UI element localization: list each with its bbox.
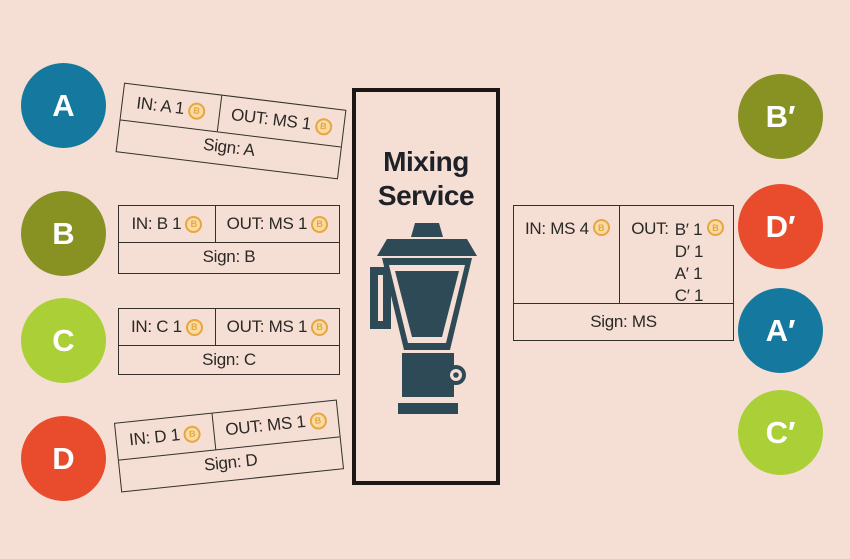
- tx-card-ms-out-row: OUT: B′ 1 D′ 1 A′ 1 C′ 1: [631, 219, 703, 307]
- receiver-node-b-prime: B′: [738, 74, 823, 159]
- bitcoin-icon: B: [182, 424, 202, 444]
- tx-card-b-out-cell: OUT: MS 1 B: [216, 206, 339, 242]
- tx-card-b: IN: B 1 B OUT: MS 1 B Sign: B: [118, 205, 340, 274]
- bitcoin-icon: B: [592, 219, 610, 236]
- receiver-node-a-prime: A′: [738, 288, 823, 373]
- mixing-service-box: Mixing Service: [352, 88, 500, 485]
- sender-node-c: C: [21, 298, 106, 383]
- tx-card-d: IN: D 1 B OUT: MS 1 B Sign: D: [113, 399, 345, 493]
- tx-card-ms-out-cell: OUT: B′ 1 D′ 1 A′ 1 C′ 1 B: [620, 206, 733, 305]
- bitcoin-icon: B: [185, 318, 203, 336]
- sender-node-a-label: A: [52, 87, 75, 123]
- sender-node-a: A: [21, 63, 106, 148]
- tx-card-ms-out-line-4: C′ 1: [674, 286, 704, 305]
- tx-card-b-in-cell: IN: B 1 B: [119, 206, 216, 242]
- bitcoin-icon: B: [308, 411, 328, 430]
- sender-node-d-label: D: [52, 440, 75, 476]
- tx-card-ms-sign: Sign: MS: [590, 311, 657, 331]
- tx-card-c-in-text: IN: C 1: [130, 317, 182, 336]
- tx-card-ms-out-lines: B′ 1 D′ 1 A′ 1 C′ 1: [674, 219, 704, 307]
- tx-card-d-out-text: OUT: MS 1: [224, 411, 307, 440]
- tx-card-ms-out-line-1: B′ 1: [674, 220, 703, 239]
- tx-card-b-in-text: IN: B 1: [131, 214, 182, 233]
- tx-card-b-row: IN: B 1 B OUT: MS 1 B: [119, 206, 339, 243]
- sender-node-b: B: [21, 191, 106, 276]
- receiver-node-c-prime: C′: [738, 390, 823, 475]
- tx-card-c: IN: C 1 B OUT: MS 1 B Sign: C: [118, 308, 340, 375]
- tx-card-c-row: IN: C 1 B OUT: MS 1 B: [119, 309, 339, 346]
- sender-node-b-label: B: [52, 215, 75, 251]
- tx-card-b-out-text: OUT: MS 1: [226, 214, 308, 233]
- bitcoin-icon: B: [311, 215, 329, 233]
- tx-card-ms-in-cell: IN: MS 4 B: [514, 206, 621, 303]
- tx-card-c-sign: Sign: C: [202, 350, 256, 369]
- sender-node-c-label: C: [52, 322, 75, 358]
- tx-card-d-in-text: IN: D 1: [128, 425, 181, 450]
- bitcoin-icon: B: [187, 101, 207, 121]
- receiver-node-d-prime: D′: [738, 184, 823, 269]
- mixing-service-title-line1: Mixing: [383, 146, 469, 177]
- tx-card-c-out-cell: OUT: MS 1 B: [216, 309, 339, 345]
- tx-card-a: IN: A 1 B OUT: MS 1 B Sign: A: [115, 82, 347, 180]
- tx-card-c-out-text: OUT: MS 1: [226, 317, 308, 336]
- receiver-node-c-prime-label: C′: [765, 414, 796, 450]
- tx-card-ms-out-label: OUT:: [631, 219, 669, 238]
- tx-card-ms-out-line-2: D′ 1: [674, 242, 704, 261]
- mixing-service-title-line2: Service: [377, 179, 475, 211]
- tx-card-ms-in-text: IN: MS 4: [525, 219, 589, 238]
- tx-card-b-sign: Sign: B: [202, 247, 256, 266]
- tx-card-a-out-text: OUT: MS 1: [229, 104, 313, 134]
- bitcoin-icon: B: [185, 215, 203, 233]
- bitcoin-icon: B: [707, 219, 724, 236]
- mixing-service-title: Mixing Service: [356, 145, 496, 212]
- sender-node-d: D: [21, 416, 106, 501]
- tx-card-a-in-text: IN: A 1: [135, 93, 186, 119]
- receiver-node-b-prime-label: B′: [765, 98, 796, 134]
- tx-card-mixing-service: IN: MS 4 B OUT: B′ 1 D′ 1 A′ 1 C′ 1 B Si…: [513, 205, 734, 341]
- blender-icon: [370, 223, 477, 415]
- receiver-node-a-prime-label: A′: [765, 312, 796, 348]
- bitcoin-icon: B: [311, 318, 329, 336]
- receiver-node-d-prime-label: D′: [765, 208, 796, 244]
- bitcoin-icon: B: [313, 116, 333, 136]
- tx-card-ms-row: IN: MS 4 B OUT: B′ 1 D′ 1 A′ 1 C′ 1 B: [514, 206, 733, 305]
- tx-card-ms-out-line-3: A′ 1: [674, 264, 703, 283]
- tx-card-c-in-cell: IN: C 1 B: [119, 309, 216, 345]
